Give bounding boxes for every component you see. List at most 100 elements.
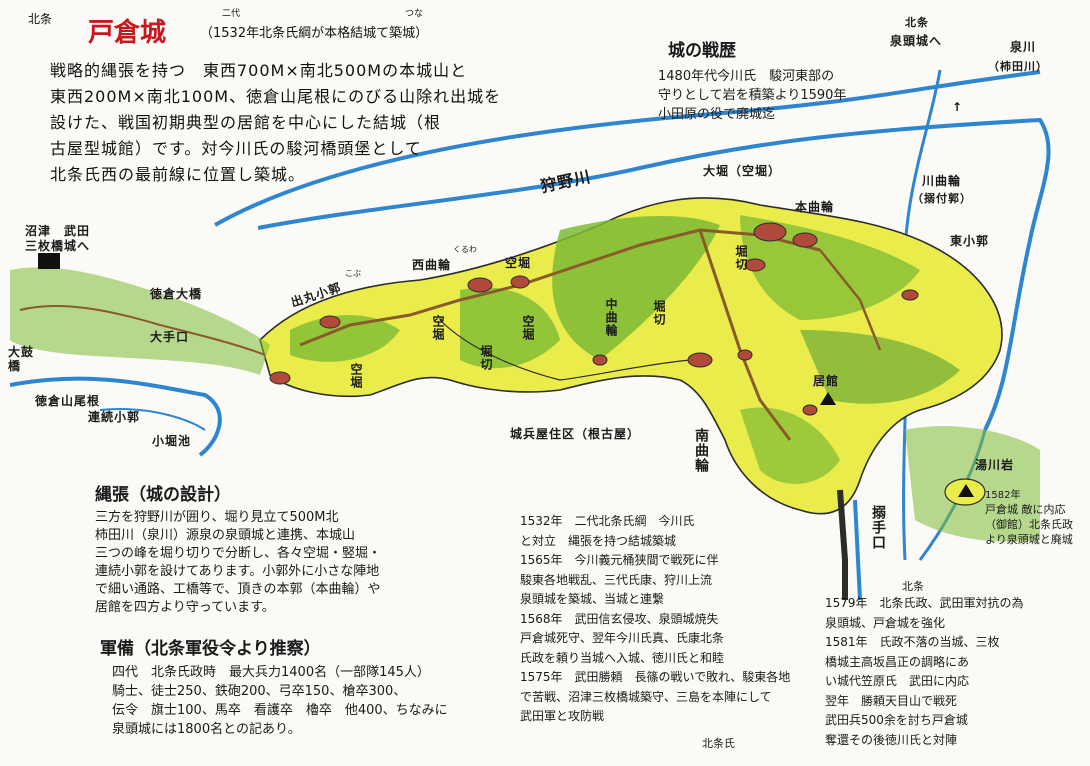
intro-line: 戦略的縄張を持つ 東西700M×南北500Mの本城山と <box>50 61 468 80</box>
label-tokurabashi: 徳倉大橋 <box>150 287 203 301</box>
nawabari-title: 縄張（城の設計） <box>95 485 231 505</box>
label-nakakuruwa: 中曲輪 <box>604 298 618 337</box>
label-yumoto-note: 戸倉城 敵に内応（御館）北条氏政より泉頭城と廃城 <box>985 503 1073 546</box>
history-line: 1480年代今川氏 駿河東部の <box>658 69 835 84</box>
ridge-line-1 <box>299 228 821 347</box>
label-numazu: 沼津 武田 <box>25 224 91 238</box>
green-zone-4 <box>290 315 400 362</box>
military-section: 軍備（北条軍役令より推察） 四代 北条氏政時 最大兵力1400名（一部隊145人… <box>100 634 510 739</box>
label-kawakuruwa-sub: （搦付郭） <box>912 192 972 205</box>
label-izumi-river: 泉川 <box>1010 40 1037 54</box>
peak-4 <box>687 352 713 368</box>
residence-marker <box>820 392 836 405</box>
label-horikiri-c: 堀切 <box>652 300 666 326</box>
peak-12 <box>802 404 818 416</box>
karamete-river <box>853 499 862 601</box>
label-daikyo: 大鼓橋 <box>8 345 35 373</box>
yumoto-marker <box>958 484 974 497</box>
label-kobu-ruby: こぶ <box>345 269 361 278</box>
label-karabori-a: 空堀 <box>505 256 532 270</box>
label-yumoto-year: 1582年 <box>985 490 1021 501</box>
peak-7 <box>319 315 341 329</box>
timeline2-line: 奪還その後徳川氏と対陣 <box>825 732 958 747</box>
history-line: 守りとして岩を積築より1590年 <box>658 88 847 103</box>
label-sento-dir: 泉頭城へ <box>890 34 943 48</box>
timeline-footer: 北条氏 <box>702 737 735 750</box>
label-kotaike: 小堀池 <box>152 434 192 448</box>
label-jouka: 城兵屋住区（根古屋） <box>510 427 641 441</box>
timeline-line: 氏政を頼り当城へ入城、徳川氏と和睦 <box>520 650 725 665</box>
timeline-line: 1565年 今川義元桶狭間で戦死に伴 <box>520 553 719 567</box>
label-renrin: 徳倉山尾根 <box>35 394 101 408</box>
page-title: 戸倉城 <box>88 18 167 48</box>
nawabari-line: 連続小郭を設けてあります。小郭外に小さな陣地 <box>95 564 380 579</box>
label-kuruwa-ruby: くるわ <box>453 245 477 254</box>
peak-9 <box>901 289 919 301</box>
timeline-line: 武田軍と攻防戦 <box>520 709 605 723</box>
label-otemon: 大手口 <box>150 330 190 344</box>
title-prefix: 北条 <box>28 12 53 26</box>
intro-text: 戦略的縄張を持つ 東西700M×南北500Mの本城山と 東西200M×南北100… <box>50 58 610 188</box>
label-minami: 南曲輪 <box>693 428 709 473</box>
nawabari-section: 縄張（城の設計） 三方を狩野川が囲り、堀り見立て500M北 柿田川（泉川）源泉の… <box>95 480 515 617</box>
label-karamete: 搦手口 <box>870 505 886 550</box>
karamete-path <box>837 489 848 600</box>
label-horikiri-b: 堀切 <box>479 345 493 371</box>
trail-line <box>439 319 691 381</box>
military-title: 軍備（北条軍役令より推察） <box>100 639 321 659</box>
kano-river-south-bank <box>257 117 1051 431</box>
label-karabori-b: 空堀 <box>431 315 445 341</box>
timeline2-line: 翌年 勝頼天目山で戦死 <box>825 693 958 708</box>
green-zone-5 <box>800 330 960 404</box>
peak-8 <box>269 371 291 385</box>
intro-line: 東西200M×南北100M、徳倉山尾根にのびる山除れ出城を <box>50 87 502 106</box>
timeline2-section: 1579年 北条氏政、武田軍対抗の為 泉頭城、戸倉城を強化 1581年 氏政不落… <box>825 594 1087 750</box>
peak-6 <box>510 275 530 289</box>
peak-3 <box>744 258 766 272</box>
label-kawakuruwa: 川曲輪 <box>922 174 962 188</box>
label-karabori-c: 空堀 <box>521 315 535 341</box>
peak-1 <box>753 222 787 242</box>
history-title: 城の戦歴 <box>668 41 736 61</box>
timeline2-line: 泉頭城、戸倉城を強化 <box>825 615 946 630</box>
timeline2-line: い城代笠原氏 武田に内応 <box>825 674 970 688</box>
label-hokan: 堀切 <box>734 245 748 271</box>
military-line: 四代 北条氏政時 最大兵力1400名（一部隊145人） <box>112 665 430 680</box>
west-river-2 <box>99 408 206 431</box>
intro-line: 古屋型城館）です。対今川氏の駿河橋頭堡として <box>50 139 422 158</box>
west-approach-land <box>10 267 270 375</box>
timeline-line: 1575年 武田勝頼 長篠の戦いで敗れ、駿東各地 <box>520 670 791 684</box>
river-arrow: ↑ <box>952 100 964 114</box>
green-zone-1 <box>552 215 720 360</box>
label-honkuruwa: 本曲輪 <box>795 200 835 214</box>
label-north-sento: 北条 <box>905 16 929 29</box>
timeline-section: 1532年 二代北条氏綱 今川氏 と対立 縄張を持つ結城築城 1565年 今川義… <box>520 512 850 727</box>
nawabari-line: 三方を狩野川が囲り、堀り見立て500M北 <box>95 510 339 525</box>
nawabari-line: 三つの峰を堀り切りで分断し、各々空堀・竪堀・ <box>95 546 382 561</box>
intro-line: 設けた、戦国初期典型の居館を中心にした結城（根 <box>50 113 442 132</box>
label-sanmai: 三枚橋城へ <box>25 239 91 253</box>
timeline-line: 駿東各地戦乱、三代氏康、狩川上流 <box>520 572 713 587</box>
peak-2 <box>792 232 818 248</box>
label-kyokan: 居館 <box>813 374 840 388</box>
military-line: 泉頭城には1800名との記あり。 <box>112 722 301 737</box>
label-yumoto: 湯川岩 <box>975 458 1015 472</box>
nawabari-line: で細い通路、工橋等で、頂きの本郭（本曲輪）や <box>95 582 381 597</box>
label-izumi-sub: （柿田川） <box>988 60 1048 73</box>
label-higashi: 東小郭 <box>950 234 990 248</box>
intro-line: 北条氏西の最前線に位置し築城。 <box>50 165 306 184</box>
west-ridge <box>19 305 266 356</box>
history-line: 小田原の役で廃城迄 <box>658 107 776 122</box>
numazu-marker <box>38 253 60 269</box>
title-note: （1532年北条氏綱が本格結城て築城） <box>200 26 429 41</box>
label-nishi-kuruwa: 西曲輪 <box>412 258 452 272</box>
nawabari-line: 居館を四方より守っています。 <box>95 600 275 615</box>
green-zone-6 <box>740 407 840 484</box>
timeline2-line: 橋城主高坂昌正の調略にあ <box>825 654 970 669</box>
label-ohori: 大堀（空堀） <box>703 164 782 178</box>
header: 北条 <box>28 8 52 28</box>
timeline-line: 1568年 武田信玄侵攻、泉頭城焼失 <box>520 611 719 626</box>
history-box: 城の戦歴 1480年代今川氏 駿河東部の 守りとして岩を積築より1590年 小田… <box>658 36 898 124</box>
west-river <box>9 376 222 457</box>
